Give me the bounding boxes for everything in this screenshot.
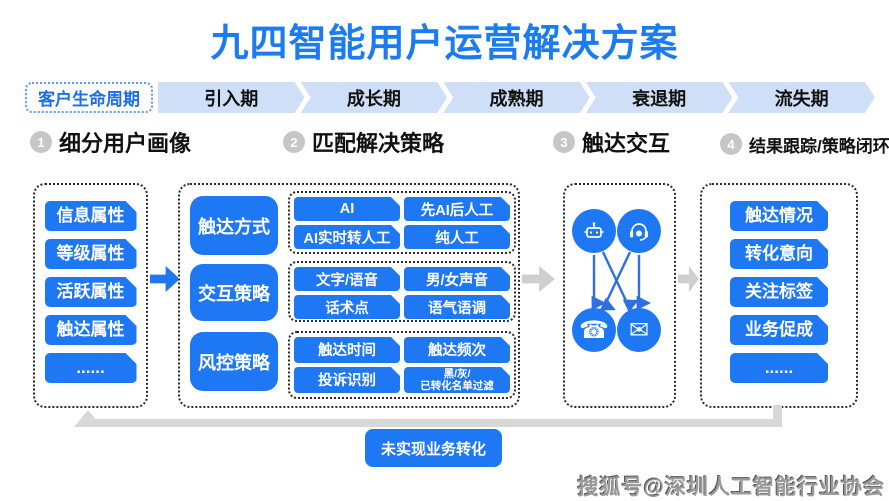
profile-tag: 活跃属性 [45,277,137,307]
user-profile-box: 信息属性 等级属性 活跃属性 触达属性 ...... [33,183,148,408]
lifecycle-bar: 客户生命周期 引入期 成长期 成熟期 衰退期 流失期 [25,82,875,113]
strategy-item: 触达时间 [294,337,400,363]
feedback-loop-vertical [773,405,782,427]
step-2-header: 2 匹配解决策略 [283,130,444,156]
stage-growth: 成长期 [301,82,448,113]
feedback-loop-horizontal [88,419,782,427]
step-1-label: 细分用户画像 [59,131,192,156]
strategy-item: 先AI后人工 [404,197,510,221]
step-2-label: 匹配解决策略 [312,131,445,156]
step-1-header: 1 细分用户画像 [30,130,191,156]
strategy-item: 话术点 [294,295,400,319]
step-4-header: 4 结果跟踪/策略闭环 [720,132,889,156]
strategy-item: 黑/灰/ 已转化名单过滤 [404,367,510,393]
result-tag: ...... [730,353,828,383]
result-tag: 关注标签 [730,277,828,307]
step-4-label: 结果跟踪/策略闭环 [749,136,889,156]
svg-text:✉: ✉ [629,316,649,344]
strategy-row-label: 风控策略 [190,332,278,391]
step-1-number: 1 [30,131,52,153]
strategy-item: 投诉识别 [294,367,400,393]
stage-churn: 流失期 [728,82,875,113]
connection-lines [591,251,652,313]
strategy-box: 触达方式 交互策略 风控策略 AI 先AI后人工 AI实时转人工 纯人工 文字/… [178,183,520,408]
strategy-row-label: 触达方式 [190,196,278,255]
result-tag: 业务促成 [730,315,828,345]
customer-service-icon [617,209,661,253]
strategy-item: AI [294,197,400,221]
strategy-item-line: 已转化名单过滤 [420,379,494,392]
result-tag: 转化意向 [730,239,828,269]
result-tag: 触达情况 [730,201,828,231]
page-title: 九四智能用户运营解决方案 [210,23,679,65]
stage-decline: 衰退期 [586,82,733,113]
step-3-header: 3 触达交互 [553,130,670,156]
strategy-item: 男/女声音 [404,267,510,291]
watermark: 搜狐号@深圳人工智能行业协会 [577,476,885,499]
phone-icon: ☎ [572,308,616,352]
step-2-number: 2 [283,131,305,153]
arrow-right-icon [522,266,555,292]
profile-tag: 等级属性 [45,239,137,269]
stage-intro: 引入期 [158,82,305,113]
svg-text:☎: ☎ [579,316,609,344]
step-4-number: 4 [720,133,742,155]
step-3-label: 触达交互 [582,131,671,156]
arrow-right-icon [678,266,699,292]
mail-icon: ✉ [617,308,661,352]
result-tracking-box: 触达情况 转化意向 关注标签 业务促成 ...... [700,183,858,408]
profile-tag: 信息属性 [45,201,137,231]
stage-mature: 成熟期 [443,82,590,113]
interaction-diagram: ☎ ✉ [572,209,661,352]
lifecycle-stages: 引入期 成长期 成熟期 衰退期 流失期 [158,82,875,113]
interaction-strategy-group: 文字/语音 男/女声音 话术点 语气语调 [288,261,516,322]
strategy-item: AI实时转人工 [294,225,400,249]
touch-method-group: AI 先AI后人工 AI实时转人工 纯人工 [288,191,516,254]
strategy-item: 触达频次 [404,337,510,363]
strategy-item: 语气语调 [404,295,510,319]
strategy-item: 纯人工 [404,225,510,249]
profile-tag: ...... [45,353,137,383]
strategy-item-line: 黑/灰/ [443,367,471,380]
arrow-right-icon [150,266,180,292]
step-3-number: 3 [553,131,575,153]
robot-icon [572,209,616,253]
unconverted-business-label: 未实现业务转化 [365,429,502,467]
strategy-row-label: 交互策略 [190,264,278,321]
strategy-item: 文字/语音 [294,267,400,291]
lifecycle-label: 客户生命周期 [25,82,153,113]
risk-control-group: 触达时间 触达频次 投诉识别 黑/灰/ 已转化名单过滤 [288,331,516,399]
interaction-box: ☎ ✉ [563,183,676,408]
profile-tag: 触达属性 [45,315,137,345]
